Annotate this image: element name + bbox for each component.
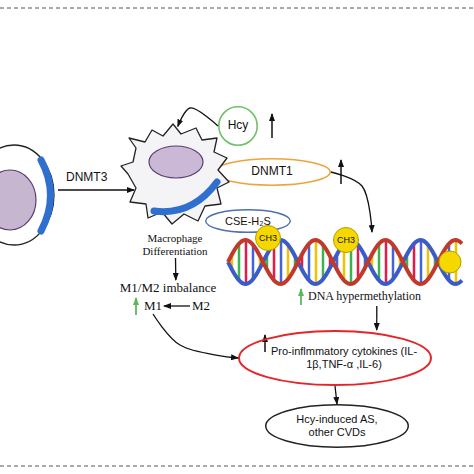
increase-arrow	[300, 289, 302, 305]
node-ellipse	[239, 331, 431, 385]
flow-arrow	[164, 305, 190, 306]
node-text: Hcy	[228, 119, 249, 133]
text-box: CSE-H₂S	[205, 209, 291, 233]
node-text: DNMT1	[251, 165, 292, 179]
methyl-circle	[439, 251, 461, 273]
flow-arrow	[153, 314, 238, 358]
enzyme-ellipse: CSE-H₂S	[205, 209, 291, 233]
node-ellipse	[266, 405, 409, 448]
cytokine-ellipse: Pro-inflmmatory cytokines (IL-1β,TNF-α ,…	[238, 330, 432, 386]
base-pair	[420, 240, 423, 284]
base-pair	[322, 245, 325, 279]
text-box: Hcy	[218, 106, 258, 146]
text-box: M1/M2 imbalance	[112, 280, 224, 296]
phenotype-text: M2	[190, 298, 212, 314]
macrophage-outline	[121, 124, 229, 224]
node-ellipse	[206, 210, 291, 233]
flow-arrow	[175, 258, 177, 280]
methyl-group: CH3	[333, 227, 359, 253]
text-box: M1	[142, 298, 164, 314]
methyl-group: CH3	[255, 225, 281, 251]
text-box: M2	[190, 298, 212, 314]
node-text: Macrophage Differentiation	[125, 232, 225, 257]
text-box: Pro-inflmmatory cytokines (IL-1β,TNF-α ,…	[238, 330, 432, 386]
base-pair	[287, 245, 290, 279]
increase-arrow	[135, 298, 137, 315]
text-box: DNA hypermethylation	[308, 290, 421, 304]
node-ellipse	[214, 159, 330, 185]
increase-arrow	[271, 114, 273, 138]
outcome-ellipse: Hcy-induced AS, other CVDs	[265, 404, 409, 448]
text-box: Macrophage Differentiation	[125, 232, 225, 257]
increase-arrow	[264, 335, 266, 352]
enzyme-label: DNMT3	[66, 170, 107, 184]
node-text: M1	[144, 299, 162, 314]
text-box: CH3	[333, 227, 359, 253]
node-text: M1/M2 imbalance	[120, 281, 216, 296]
text-box: DNMT1	[213, 158, 331, 186]
node-text: CH3	[337, 235, 355, 245]
node-text: CSE-H₂S	[225, 215, 271, 228]
monocyte-cell	[0, 145, 54, 245]
differentiation-arrow	[58, 189, 134, 190]
base-pair	[413, 244, 416, 281]
node-text: CH3	[259, 233, 277, 243]
base-pair	[427, 245, 430, 279]
node-ellipse	[256, 226, 281, 251]
node-text: Hcy-induced AS, other CVDs	[287, 413, 387, 438]
node-ellipse	[334, 228, 359, 253]
process-text: M1/M2 imbalance	[112, 280, 224, 296]
flow-arrow	[331, 172, 372, 232]
increase-arrow	[340, 160, 342, 184]
base-pair	[252, 245, 255, 279]
dashed-border	[0, 466, 474, 467]
base-pair	[308, 244, 311, 281]
flow-arrow	[376, 306, 377, 330]
macrophage-cell: Macrophage Differentiation	[118, 118, 233, 258]
enzyme-ellipse: DNMT1	[213, 158, 331, 186]
flow-arrow	[335, 386, 337, 404]
text-box: CH3	[255, 225, 281, 251]
base-pair	[392, 245, 395, 279]
base-pair	[315, 240, 318, 284]
flow-arrow	[178, 108, 218, 126]
base-pair	[357, 245, 360, 279]
base-pair	[245, 240, 248, 284]
hcy-circle: Hcy	[218, 106, 258, 146]
base-pair	[280, 240, 283, 284]
base-pair	[378, 244, 381, 281]
node-text: Pro-inflmmatory cytokines (IL-1β,TNF-α ,…	[269, 345, 419, 370]
cell-nucleus	[149, 146, 203, 178]
dna-helix: DNA hypermethylation CH3 CH3	[228, 222, 468, 306]
node-text: DNA hypermethylation	[308, 290, 421, 304]
node-ellipse	[219, 107, 257, 145]
phenotype-text: M1	[142, 298, 164, 314]
membrane-band	[154, 182, 217, 212]
node-text: M2	[192, 299, 210, 314]
text-box: Hcy-induced AS, other CVDs	[265, 404, 409, 448]
base-pair	[385, 240, 388, 284]
dashed-border	[0, 8, 474, 9]
base-pair	[238, 244, 241, 281]
